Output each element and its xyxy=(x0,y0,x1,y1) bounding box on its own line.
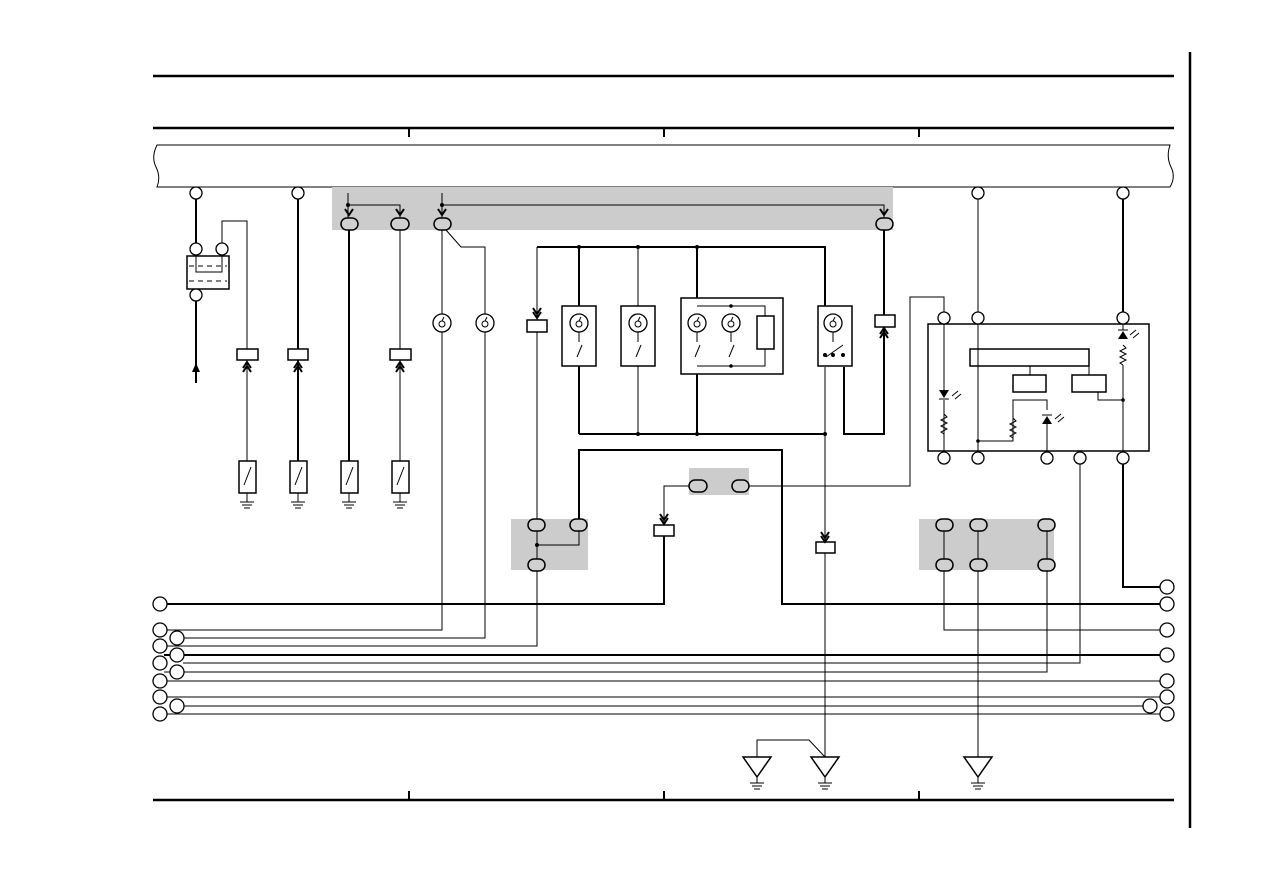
resistor-icon xyxy=(1008,417,1018,439)
switch-icon xyxy=(391,460,410,509)
frame xyxy=(153,52,1192,828)
gauge-icon xyxy=(687,313,707,333)
led-icon xyxy=(939,390,962,400)
internal-switches xyxy=(576,332,845,358)
ground-switches xyxy=(238,460,410,509)
switch-icon xyxy=(340,460,359,509)
connector-pins xyxy=(340,217,1056,572)
main-connector-bar xyxy=(153,144,1174,188)
wires xyxy=(164,193,1163,758)
inline-connectors xyxy=(236,314,896,554)
arrow-head xyxy=(192,363,200,372)
led-icon xyxy=(1042,413,1065,424)
gauge-icon xyxy=(475,313,495,333)
switch-icon xyxy=(238,460,257,509)
ground-icon xyxy=(962,756,994,790)
splice-points xyxy=(346,203,827,547)
chevron-markers xyxy=(242,208,889,544)
terminals xyxy=(152,186,1175,722)
ground-icon xyxy=(741,756,773,790)
top-shade-block xyxy=(332,187,893,230)
resistor-icon xyxy=(1118,344,1128,366)
switch-icon xyxy=(289,460,308,509)
ground-icon xyxy=(809,756,841,790)
gauge-icon xyxy=(569,313,589,333)
led-icon xyxy=(1118,329,1140,339)
meter-units xyxy=(561,297,853,375)
ground-symbols xyxy=(741,756,994,790)
column-ticks xyxy=(408,128,920,800)
gauge-icon xyxy=(432,313,452,333)
resistor-icon xyxy=(939,413,949,435)
fusible-link xyxy=(186,255,230,290)
control-module xyxy=(927,323,1150,458)
gauge-icon xyxy=(823,313,843,333)
gauge-icon xyxy=(721,313,741,333)
gauge-icon xyxy=(628,313,648,333)
